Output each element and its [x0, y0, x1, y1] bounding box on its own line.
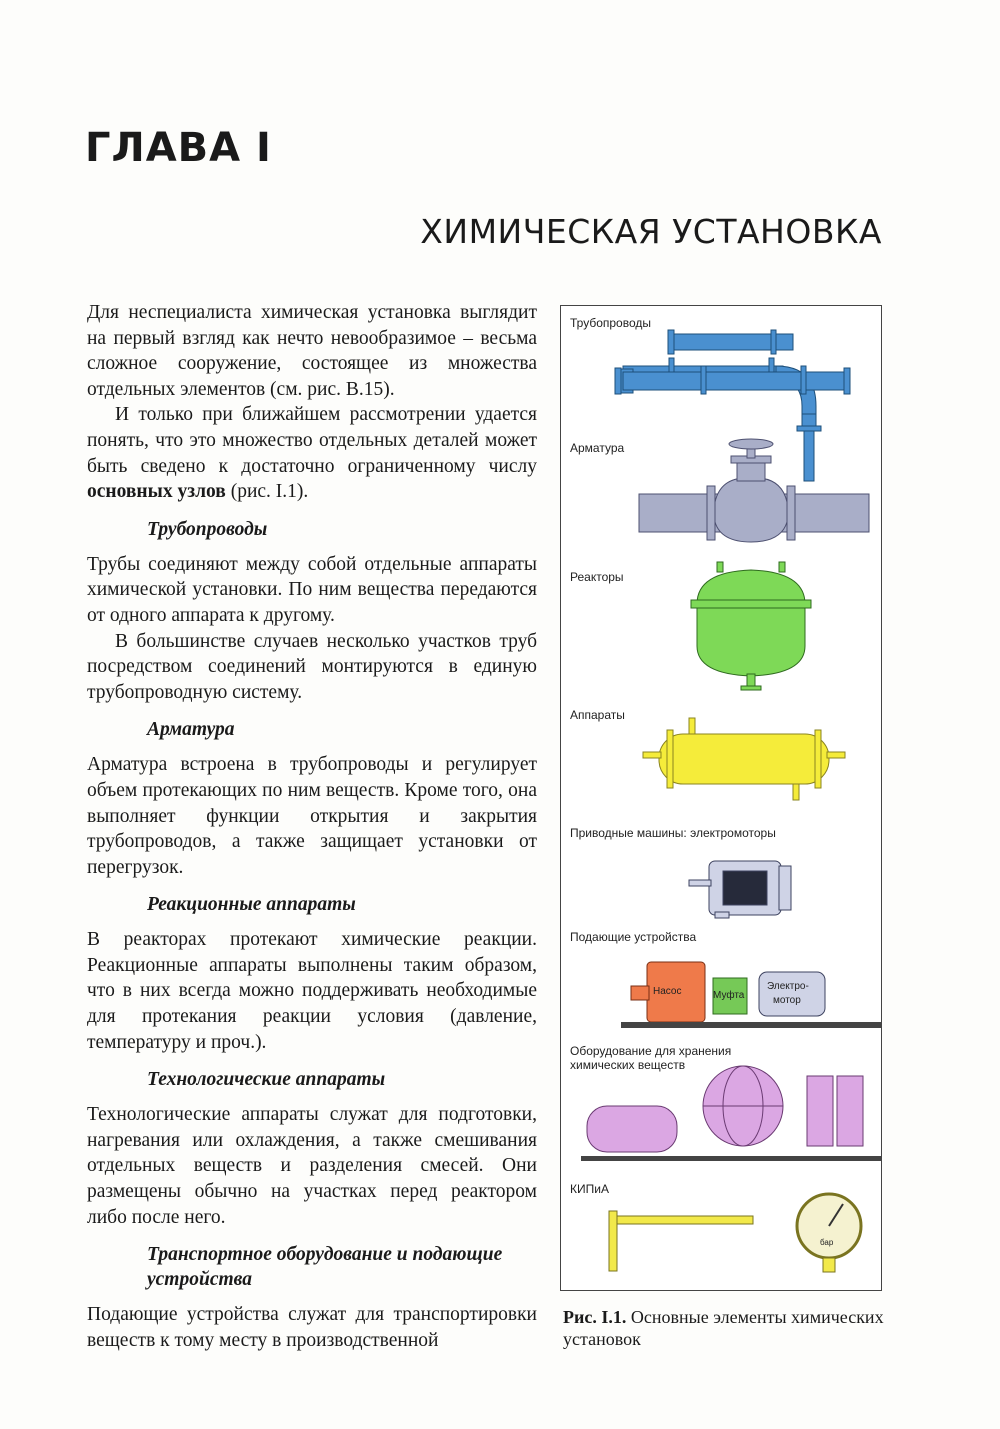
apparatus-illustration	[642, 717, 846, 801]
intro-text: И только при ближайшем рассмотрении удае…	[87, 404, 537, 477]
figure-label-pipes: Трубопроводы	[570, 316, 651, 330]
valve-illustration	[638, 438, 870, 543]
motor-label-line2: мотор	[773, 995, 801, 1006]
pipes-paragraph-2: В большинстве случаев несколько участков…	[87, 630, 537, 703]
figure-label-instruments: КИПиА	[570, 1182, 609, 1196]
reactors-paragraph: В реакторах протекают химические реакции…	[87, 929, 537, 1053]
storage-illustration	[581, 1065, 881, 1161]
section-heading-pipes: Трубопроводы	[147, 518, 268, 540]
chapter-heading: ГЛАВА I	[85, 125, 272, 171]
motor-illustration	[688, 860, 792, 919]
figure-caption-number: Рис. I.1.	[563, 1307, 627, 1327]
pump-label: Насос	[653, 986, 682, 997]
pipes-paragraph-1: Трубы соединяют между собой отдельные ап…	[87, 553, 537, 626]
chapter-title: ХИМИЧЕСКАЯ УСТАНОВКА	[420, 212, 882, 251]
motor-label-line1: Электро-	[767, 981, 809, 992]
figure-label-reactors: Реакторы	[570, 570, 624, 584]
coupling-label: Муфта	[713, 990, 745, 1001]
figure-panel: Трубопроводы Арматура Реакторы Аппараты …	[560, 305, 882, 1291]
figure-label-apparatus: Аппараты	[570, 708, 625, 722]
intro-paragraph-1: Для неспециалиста химическая установка в…	[87, 302, 537, 400]
valves-paragraph: Арматура встроена в трубопроводы и регул…	[87, 754, 537, 878]
figure-label-feeders: Подающие устройства	[570, 930, 697, 944]
reactor-illustration	[690, 561, 812, 691]
figure-caption: Рис. I.1. Основные элементы химических у…	[563, 1306, 888, 1350]
instruments-illustration	[608, 1192, 863, 1273]
intro-bold-term: основных узлов	[87, 481, 226, 503]
section-heading-transport: Транспортное оборудование и подающие уст…	[147, 1244, 503, 1291]
transport-paragraph: Подающие устройства служат для транспорт…	[87, 1304, 537, 1351]
body-text: Для неспециалиста химическая установка в…	[87, 300, 537, 1353]
figure-caption-text: Основные элементы химических установок	[563, 1307, 884, 1349]
section-heading-valves: Арматура	[147, 719, 235, 741]
pump-illustration	[621, 961, 881, 1028]
gauge-unit-label: бар	[820, 1238, 834, 1247]
section-heading-reactors: Реакционные аппараты	[147, 894, 356, 916]
apparatus-paragraph: Технологические аппараты служат для подг…	[87, 1104, 537, 1228]
intro-ref: (рис. I.1).	[230, 481, 309, 503]
figure-label-motors: Приводные машины: электромоторы	[570, 826, 776, 840]
intro-paragraph-2: И только при ближайшем рассмотрении удае…	[87, 402, 537, 504]
figure-label-storage: Оборудование для хранения химических вещ…	[570, 1044, 732, 1072]
section-heading-apparatus: Технологические аппараты	[147, 1069, 386, 1091]
figure-drawings	[581, 329, 881, 1273]
pipes-illustration	[614, 329, 851, 482]
figure-label-valves: Арматура	[570, 441, 625, 455]
